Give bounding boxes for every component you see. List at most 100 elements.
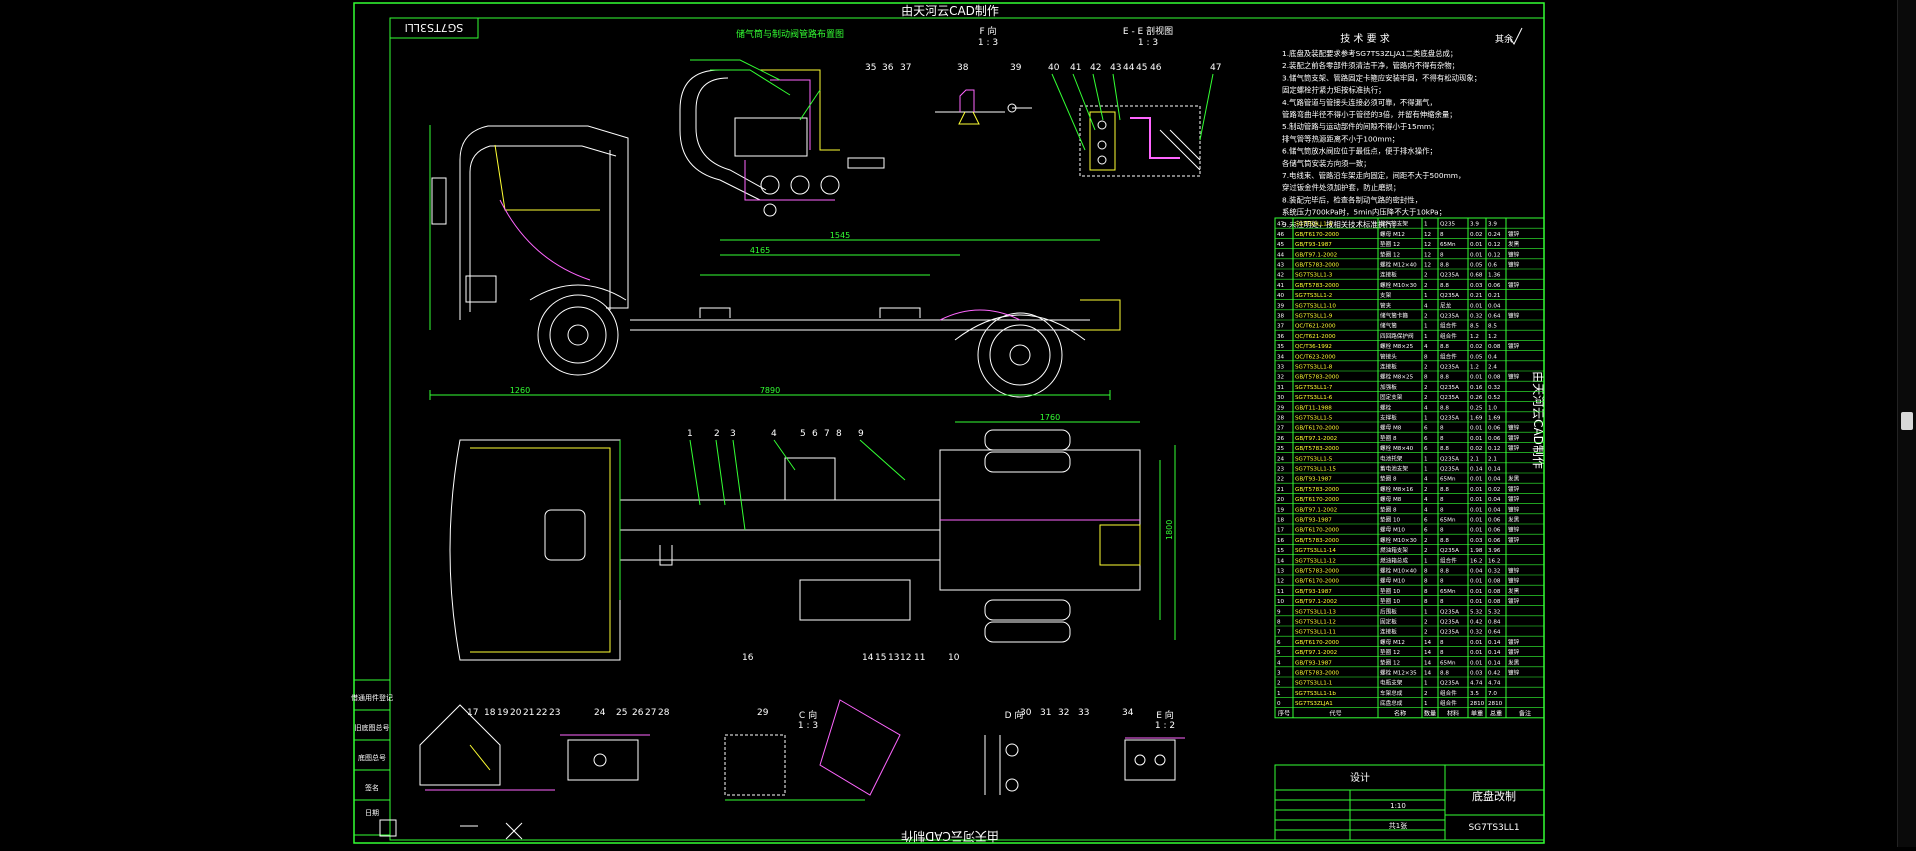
bom-cell: 垫圈 8 — [1380, 505, 1397, 513]
balloon-12: 12 — [900, 653, 911, 663]
roughness-symbol — [1509, 27, 1523, 45]
scrollbar-thumb[interactable] — [1901, 412, 1913, 430]
bom-cell: 0.01 — [1470, 579, 1483, 585]
bom-cell: GB/T5783-2000 — [1295, 446, 1339, 452]
bom-cell: 0.01 — [1470, 436, 1483, 442]
bom-cell: 0.01 — [1470, 518, 1483, 524]
e-view-scale: 1 : 2 — [1155, 721, 1175, 731]
truck-plan-view — [449, 429, 1141, 661]
svg-text:32: 32 — [1058, 708, 1069, 718]
bom-cell: 4 — [1424, 507, 1428, 513]
balloon-47: 47 — [1210, 63, 1221, 73]
bom-cell: 储气筒卡箍 — [1380, 312, 1408, 320]
left-stamp-4: 签名 — [365, 783, 379, 792]
bom-cell: Q235A — [1440, 548, 1459, 554]
bom-cell: 4 — [1424, 477, 1428, 483]
bom-header-cell: 单重 — [1471, 709, 1483, 717]
bom-cell: QC/T623-2000 — [1295, 354, 1336, 360]
bom-cell: 14 — [1424, 660, 1432, 666]
bom-cell: SG7TS3LL1-1 — [1295, 681, 1333, 687]
bom-cell: 螺栓 M12×40 — [1380, 261, 1417, 269]
bom-cell: 1 — [1424, 324, 1428, 330]
bom-cell: 33 — [1277, 365, 1285, 371]
bom-cell: 0.01 — [1470, 650, 1483, 656]
bom-cell: 8.5 — [1470, 324, 1479, 330]
bom-cell: 镀锌 — [1508, 485, 1520, 493]
bom-cell: 0.01 — [1470, 599, 1483, 605]
bom-cell: 螺母 M8 — [1380, 424, 1402, 432]
balloon-40: 40 — [1048, 63, 1060, 73]
bom-cell: GB/T11-1988 — [1295, 405, 1332, 411]
bom-cell: 1 — [1424, 416, 1428, 422]
bom-cell: 47 — [1277, 222, 1285, 228]
vertical-scrollbar[interactable] — [1897, 0, 1916, 847]
bom-cell: 1 — [1424, 558, 1428, 564]
tech-line: 1.底盘及装配要求参考SG7TS3ZLJA1二类底盘总成； — [1282, 49, 1457, 58]
bom-cell: 发黑 — [1508, 587, 1520, 595]
bom-cell: 24 — [1277, 456, 1285, 462]
detail-view-1 — [419, 704, 555, 791]
bom-cell: SG7TS3LL1-6 — [1295, 395, 1333, 401]
bom-cell: 0.16 — [1470, 385, 1483, 391]
bom-cell: Q235A — [1440, 620, 1459, 626]
bottom-title: 由天河云CAD制作 — [901, 829, 999, 843]
bom-cell: 8 — [1440, 650, 1444, 656]
dim-cab: 1260 — [510, 386, 530, 395]
bom-cell: 28 — [1277, 416, 1285, 422]
bom-cell: 发黑 — [1508, 658, 1520, 666]
bom-cell: 3.9 — [1470, 222, 1479, 228]
bom-header-cell: 备注 — [1519, 709, 1531, 717]
svg-text:29: 29 — [757, 708, 769, 718]
f-view-title: F 向 — [979, 25, 996, 37]
bom-cell: 蓄电池支架 — [1380, 465, 1408, 473]
bom-cell: Q235A — [1440, 416, 1459, 422]
bom-cell: 螺母 M12 — [1380, 230, 1405, 238]
bom-cell: 发黑 — [1508, 475, 1520, 483]
bom-cell: 螺栓 — [1380, 403, 1392, 411]
bom-cell: 组合件 — [1440, 699, 1457, 707]
title-company: 设计 — [1350, 771, 1370, 784]
bom-cell: 7 — [1277, 630, 1281, 636]
bom-cell: 镀锌 — [1508, 342, 1520, 350]
bom-cell: GB/T97.1-2002 — [1295, 252, 1337, 258]
bom-cell: 43 — [1277, 263, 1285, 269]
bom-cell: 8.8 — [1440, 538, 1449, 544]
bom-cell: 0.14 — [1470, 467, 1483, 473]
balloon-43: 43 — [1110, 63, 1121, 73]
f-view-drawing — [935, 89, 1032, 125]
bom-cell: 0.32 — [1470, 630, 1482, 636]
bom-cell: GB/T6170-2000 — [1295, 579, 1339, 585]
bom-cell: SG7TS3LL1-1b — [1295, 691, 1336, 697]
bom-cell: GB/T93-1987 — [1295, 477, 1332, 483]
bom-cell: 65Mn — [1440, 477, 1456, 483]
bom-cell: 0.01 — [1470, 507, 1483, 513]
bom-cell: 1 — [1424, 456, 1428, 462]
bom-cell: 0.08 — [1488, 589, 1501, 595]
balloon-36: 36 — [882, 63, 894, 73]
bom-cell: 2 — [1424, 283, 1428, 289]
bom-cell: 8 — [1424, 589, 1428, 595]
bom-cell: 电池托架 — [1380, 454, 1403, 462]
bom-cell: 0.01 — [1470, 640, 1483, 646]
bom-cell: 0.02 — [1470, 344, 1482, 350]
bom-header-cell: 数量 — [1424, 709, 1436, 717]
tech-line: 6.储气筒放水阀应位于最低点，便于排水操作； — [1282, 147, 1437, 156]
bom-cell: GB/T5783-2000 — [1295, 487, 1339, 493]
side-watermark: 由天河云CAD制作 — [1531, 371, 1545, 469]
bom-cell: 0.03 — [1470, 538, 1483, 544]
bom-cell: 底盘总成 — [1380, 699, 1403, 707]
bom-cell: 2 — [1424, 548, 1428, 554]
bom-cell: 5.32 — [1488, 609, 1500, 615]
